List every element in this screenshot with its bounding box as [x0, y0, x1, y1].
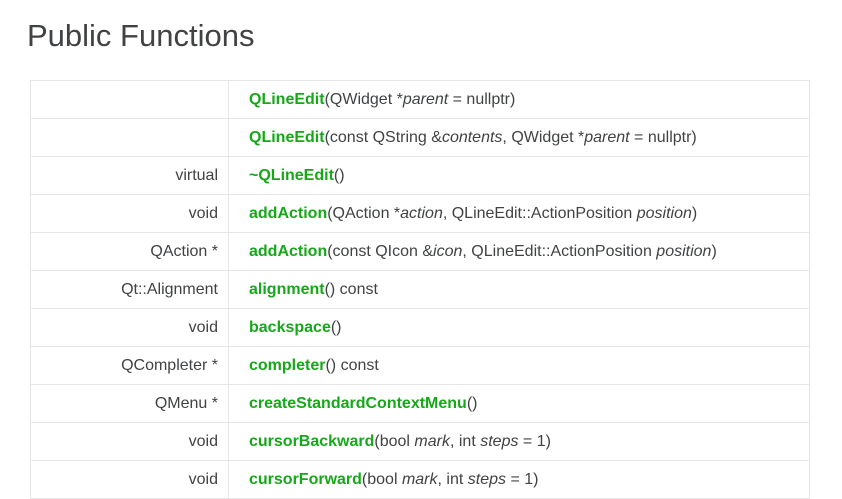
return-type: void [30, 194, 229, 233]
return-type: void [30, 460, 229, 499]
function-name-link[interactable]: completer [249, 356, 326, 374]
function-name-link[interactable]: QLineEdit [249, 128, 325, 146]
param-name: position [636, 204, 692, 222]
public-functions-table: QLineEdit(QWidget *parent = nullptr)QLin… [30, 80, 810, 499]
table-row: QLineEdit(QWidget *parent = nullptr) [30, 80, 810, 119]
param-name: mark [414, 432, 450, 450]
table-row: QCompleter *completer() const [30, 346, 810, 385]
return-type: virtual [30, 156, 229, 195]
param-name: parent [402, 90, 449, 108]
function-signature: addAction(QAction *action, QLineEdit::Ac… [228, 194, 810, 233]
function-name-link[interactable]: createStandardContextMenu [249, 394, 467, 412]
signature-params: () [330, 318, 342, 336]
signature-params: (const QIcon &icon, QLineEdit::ActionPos… [327, 242, 717, 260]
function-signature: QLineEdit(const QString &contents, QWidg… [228, 118, 810, 157]
param-name: action [400, 204, 443, 222]
param-name: icon [433, 242, 463, 260]
param-name: contents [441, 128, 503, 146]
param-name: position [656, 242, 712, 260]
function-name-link[interactable]: alignment [249, 280, 325, 298]
function-signature: QLineEdit(QWidget *parent = nullptr) [228, 80, 810, 119]
function-signature: completer() const [228, 346, 810, 385]
return-type [30, 80, 229, 119]
param-name: steps [467, 470, 506, 488]
return-type [30, 118, 229, 157]
table-row: QAction *addAction(const QIcon &icon, QL… [30, 232, 810, 271]
signature-params: (bool mark, int steps = 1) [361, 470, 539, 488]
return-type: QCompleter * [30, 346, 229, 385]
function-signature: backspace() [228, 308, 810, 347]
table-row: virtual~QLineEdit() [30, 156, 810, 195]
public-functions-table-body: QLineEdit(QWidget *parent = nullptr)QLin… [30, 80, 810, 499]
return-type: void [30, 308, 229, 347]
signature-params: (const QString &contents, QWidget *paren… [324, 128, 697, 146]
function-name-link[interactable]: addAction [249, 204, 328, 222]
function-name-link[interactable]: cursorBackward [249, 432, 375, 450]
page-title: Public Functions [27, 18, 255, 53]
param-name: mark [401, 470, 438, 488]
signature-params: () const [324, 280, 378, 298]
function-signature: ~QLineEdit() [228, 156, 810, 195]
function-name-link[interactable]: addAction [249, 242, 328, 260]
function-name-link[interactable]: cursorForward [249, 470, 362, 488]
signature-params: () const [325, 356, 379, 374]
function-signature: addAction(const QIcon &icon, QLineEdit::… [228, 232, 810, 271]
function-name-link[interactable]: QLineEdit [249, 90, 325, 108]
function-signature: createStandardContextMenu() [228, 384, 810, 423]
return-type: Qt::Alignment [30, 270, 229, 309]
return-type: QAction * [30, 232, 229, 271]
signature-params: (QWidget *parent = nullptr) [324, 90, 516, 108]
param-name: steps [480, 432, 519, 450]
function-signature: alignment() const [228, 270, 810, 309]
return-type: void [30, 422, 229, 461]
function-name-link[interactable]: backspace [249, 318, 331, 336]
signature-params: () [466, 394, 478, 412]
table-row: QMenu *createStandardContextMenu() [30, 384, 810, 423]
function-name-link[interactable]: ~QLineEdit [249, 166, 334, 184]
table-row: QLineEdit(const QString &contents, QWidg… [30, 118, 810, 157]
signature-params: (QAction *action, QLineEdit::ActionPosit… [327, 204, 698, 222]
function-signature: cursorBackward(bool mark, int steps = 1) [228, 422, 810, 461]
signature-params: () [333, 166, 345, 184]
signature-params: (bool mark, int steps = 1) [374, 432, 551, 450]
return-type: QMenu * [30, 384, 229, 423]
function-signature: cursorForward(bool mark, int steps = 1) [228, 460, 810, 499]
param-name: parent [584, 128, 630, 146]
